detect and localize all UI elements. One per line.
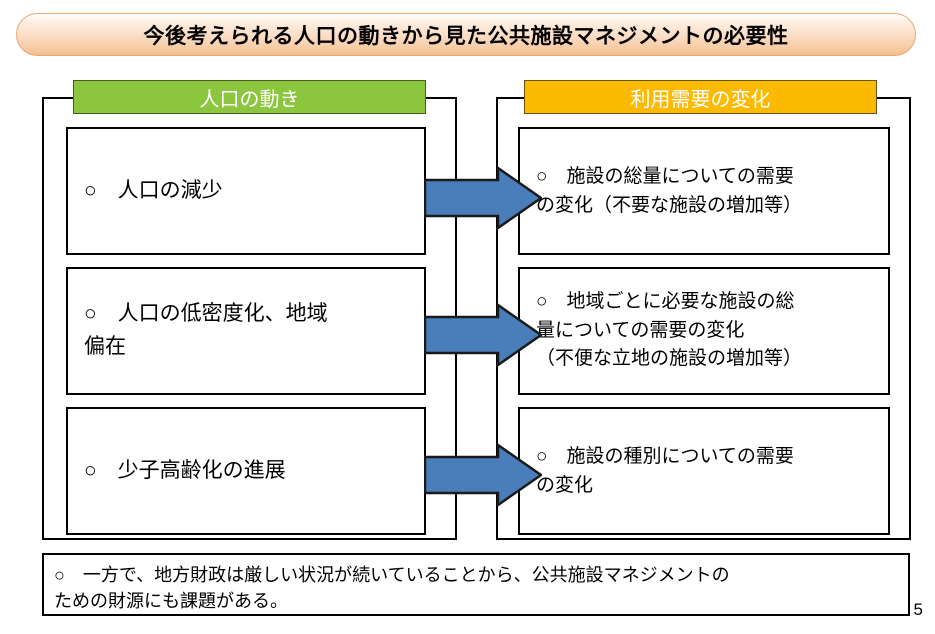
left-box-1-line-1: ○ 人口の減少 [84,178,223,202]
arrow-right-icon-3 [424,443,542,507]
bottom-note-line-1: ○ 一方で、地方財政は厳しい状況が続いていることから、公共施設マネジメントの [54,565,730,585]
right-box-2: ○ 地域ごとに必要な施設の総 量についての需要の変化 （不便な立地の施設の増加等… [518,267,890,395]
right-box-2-line-1: ○ 地域ごとに必要な施設の総 [536,291,795,313]
left-box-2-line-1: ○ 人口の低密度化、地域 [84,302,328,326]
left-box-3: ○ 少子高齢化の進展 [66,407,426,535]
left-column-header: 人口の動き [73,80,426,114]
right-box-2-line-2: 量についての需要の変化 [536,319,745,341]
right-box-2-line-3: （不便な立地の施設の増加等） [536,348,803,370]
page-title: 今後考えられる人口の動きから見た公共施設マネジメントの必要性 [143,24,789,48]
left-column-header-label: 人口の動き [199,88,300,111]
left-box-2-line-2: 偏在 [84,335,126,358]
page-number: 5 [913,600,923,619]
slide-title-banner: 今後考えられる人口の動きから見た公共施設マネジメントの必要性 [16,13,916,56]
right-box-3-line-2: の変化 [536,475,594,496]
right-box-1: ○ 施設の総量についての需要 の変化（不要な施設の増加等） [518,127,890,255]
right-column-header-label: 利用需要の変化 [630,88,771,111]
right-column-header: 利用需要の変化 [524,80,877,114]
bottom-note-box: ○ 一方で、地方財政は厳しい状況が続いていることから、公共施設マネジメントの た… [42,553,910,616]
arrow-right-icon-1 [424,166,542,230]
bottom-note-line-2: ための財源にも課題がある。 [54,591,288,612]
right-box-3-line-1: ○ 施設の種別についての需要 [536,445,794,467]
left-box-1: ○ 人口の減少 [66,127,426,255]
arrow-right-icon-2 [424,303,542,367]
left-box-2: ○ 人口の低密度化、地域 偏在 [66,267,426,395]
left-box-3-line-1: ○ 少子高齢化の進展 [84,458,286,482]
right-box-1-line-2: の変化（不要な施設の増加等） [536,195,803,216]
right-box-1-line-1: ○ 施設の総量についての需要 [536,165,794,187]
right-box-3: ○ 施設の種別についての需要 の変化 [518,407,890,535]
